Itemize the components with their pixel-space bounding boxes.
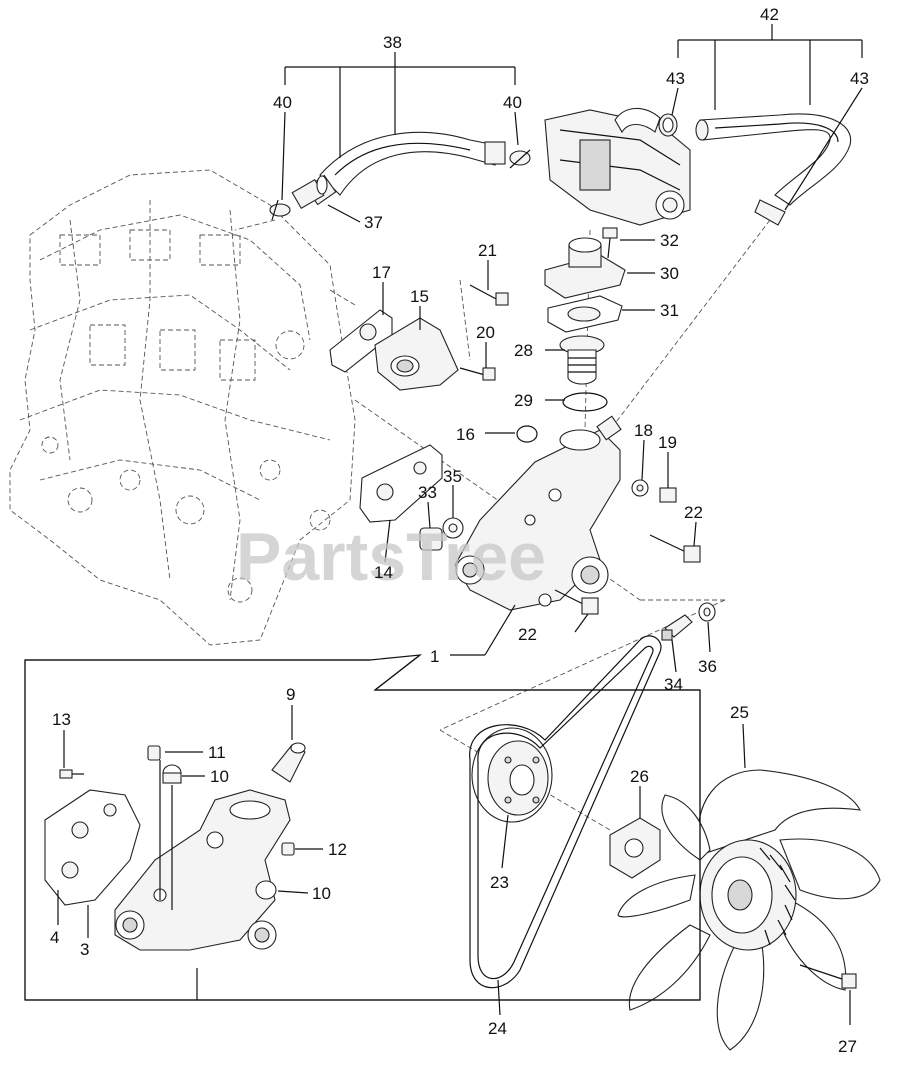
inset-plug-10-lower [255, 880, 277, 900]
label-22-upper: 22 [684, 503, 703, 522]
label-43-right: 43 [850, 69, 869, 88]
engine-block [9, 169, 356, 646]
label-23: 23 [490, 873, 509, 892]
label-40-right: 40 [503, 93, 522, 112]
inset-gasket-4 [44, 789, 141, 906]
pulley-23 [471, 727, 553, 823]
washer-36 [698, 602, 716, 622]
label-19: 19 [658, 433, 677, 452]
label-28: 28 [514, 341, 533, 360]
label-36: 36 [698, 657, 717, 676]
belt-24 [469, 635, 662, 989]
inset-fitting-9 [271, 742, 306, 783]
label-4: 4 [50, 928, 59, 947]
o-ring-16 [516, 425, 538, 443]
water-pump-1 [454, 415, 622, 611]
label-35: 35 [443, 467, 462, 486]
bolt-22-upper [649, 534, 701, 563]
o-ring-29 [562, 392, 608, 412]
sensor-34 [661, 614, 693, 641]
inset-plug-12 [281, 842, 295, 856]
washer-18 [631, 479, 649, 497]
label-1: 1 [430, 647, 439, 666]
bolt-32 [602, 227, 618, 259]
label-9: 9 [286, 685, 295, 704]
label-29: 29 [514, 391, 533, 410]
label-26: 26 [630, 767, 649, 786]
hose-42 [695, 113, 852, 206]
thermostat-cover-30 [544, 237, 626, 299]
egr-cooler [544, 107, 691, 226]
inset-plug-10-upper [162, 764, 182, 784]
label-31: 31 [660, 301, 679, 320]
bolt-19 [659, 487, 677, 503]
thermostat-28 [559, 335, 605, 385]
watermark-text: PartsTree [236, 519, 546, 595]
label-30: 30 [660, 264, 679, 283]
leader-lines [57, 24, 863, 1025]
hose-clamp-40-right [509, 149, 531, 169]
label-13: 13 [52, 710, 71, 729]
label-24: 24 [488, 1019, 507, 1038]
bolt-21 [469, 284, 509, 306]
label-32: 32 [660, 231, 679, 250]
label-3: 3 [80, 940, 89, 959]
label-11: 11 [208, 743, 226, 762]
plug-33 [419, 527, 443, 551]
label-21: 21 [478, 241, 497, 260]
hose-38 [305, 131, 506, 206]
label-22-lower: 22 [518, 625, 537, 644]
label-43-left: 43 [666, 69, 685, 88]
label-42: 42 [760, 5, 779, 24]
label-38: 38 [383, 33, 402, 52]
label-14: 14 [374, 563, 393, 582]
label-34: 34 [664, 675, 683, 694]
label-25: 25 [730, 703, 749, 722]
label-20: 20 [476, 323, 495, 342]
fan-25 [617, 769, 881, 1051]
inset-frame [24, 654, 701, 1001]
label-17: 17 [372, 263, 391, 282]
spacer-26 [609, 817, 661, 879]
fitting-37 [291, 175, 328, 210]
gasket-14 [359, 444, 443, 523]
label-10-lower: 10 [312, 884, 331, 903]
label-10-upper: 10 [210, 767, 229, 786]
label-12: 12 [328, 840, 347, 859]
callout-labels: 38 40 40 37 42 43 43 32 30 31 28 29 16 1… [50, 5, 869, 1056]
label-15: 15 [410, 287, 429, 306]
label-37: 37 [364, 213, 383, 232]
label-40-left: 40 [273, 93, 292, 112]
bolt-20 [459, 367, 496, 381]
bolt-22-lower [554, 589, 599, 615]
label-27: 27 [838, 1037, 857, 1056]
hose-clamp-43-left [658, 113, 678, 137]
label-33: 33 [418, 483, 437, 502]
inset-screw-13 [59, 769, 84, 779]
hose-clamp-40-left [269, 199, 291, 221]
inset-cap-11 [147, 745, 161, 761]
hose-clamp-43-right [754, 199, 786, 226]
label-18: 18 [634, 421, 653, 440]
gasket-31 [547, 295, 623, 333]
housing-15 [374, 317, 459, 391]
inset-housing-3 [114, 789, 291, 951]
label-16: 16 [456, 425, 475, 444]
bolt-27 [799, 964, 857, 989]
